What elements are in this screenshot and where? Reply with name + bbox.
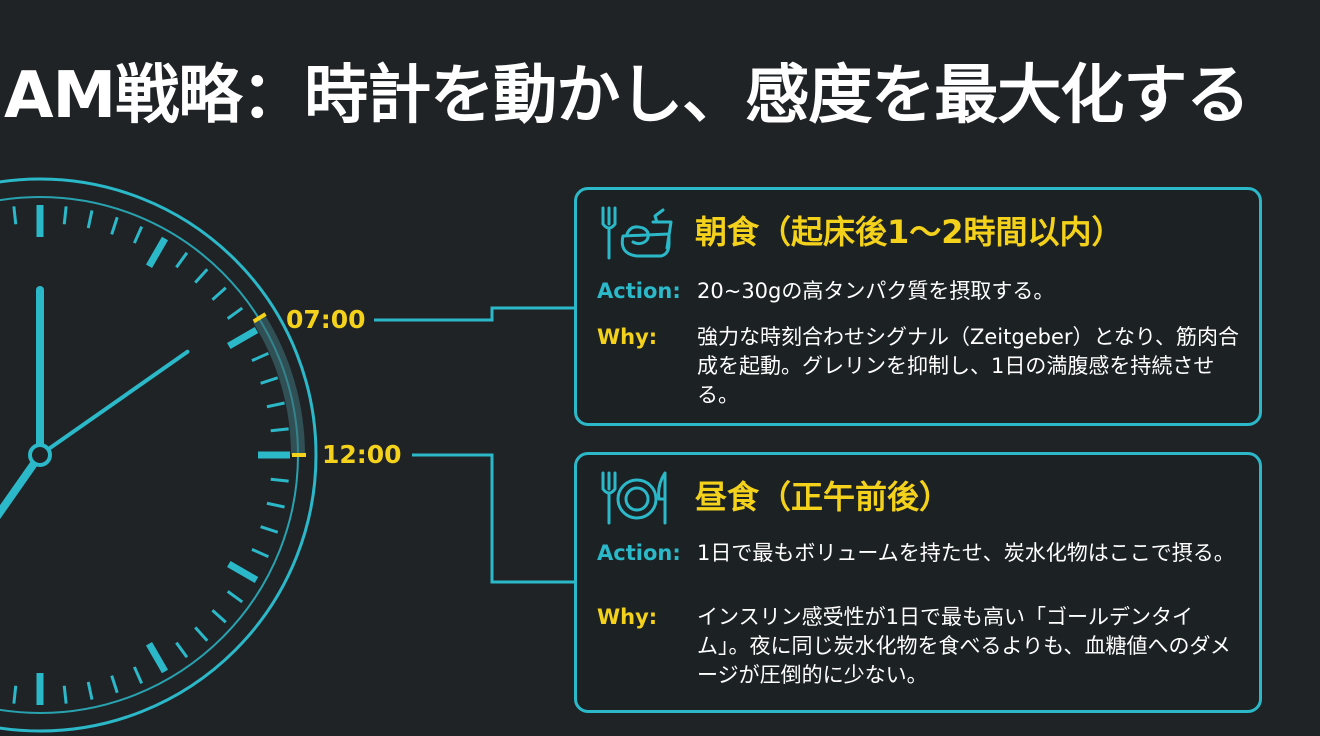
clock-minor-tick: [86, 210, 94, 229]
clock-center: [28, 443, 52, 467]
clock-minor-tick: [251, 351, 269, 363]
lunch-why-label: Why:: [597, 605, 658, 629]
clock-hour-hand: [0, 451, 44, 520]
clock-minor-tick: [194, 626, 209, 642]
clock-major-tick: [145, 642, 169, 674]
clock-minor-tick: [266, 501, 285, 509]
breakfast-title: 朝食（起床後1〜2時間以内）: [695, 213, 1124, 251]
breakfast-action-label: Action:: [597, 279, 681, 303]
clock-minor-tick: [110, 216, 119, 235]
clock-minor-tick: [270, 477, 289, 483]
clock-minor-tick: [194, 268, 209, 284]
lunch-title: 昼食（正午前後）: [695, 478, 952, 516]
clock-minor-tick: [260, 376, 279, 385]
clock-minor-tick: [270, 427, 289, 433]
connector-lunch: [412, 453, 574, 584]
time-label-lunch: 12:00: [322, 440, 402, 469]
clock-minor-tick: [12, 685, 18, 704]
lunch-why-text: インスリン感受性が1日で最も高い「ゴールデンタイム」。夜に同じ炭水化物を食べるよ…: [697, 605, 1231, 687]
connector-breakfast: [374, 306, 574, 322]
breakfast-icon: [601, 206, 673, 260]
clock-second-hand: [38, 349, 190, 457]
clock-minor-tick: [175, 251, 189, 269]
clock-major-tick: [227, 560, 259, 584]
clock-minor-tick: [175, 641, 189, 659]
clock-face: [0, 177, 318, 733]
breakfast-card: 朝食（起床後1〜2時間以内） Action: 20~30gの高タンパク質を摂取す…: [574, 187, 1262, 426]
clock-major-tick: [227, 326, 259, 350]
page-title: AM戦略：時計を動かし、感度を最大化する: [4, 59, 1250, 133]
breakfast-action-text: 20~30gの高タンパク質を摂取する。: [697, 279, 1055, 303]
breakfast-why-text: 強力な時刻合わせシグナル（Zeitgeber）となり、筋肉合成を起動。グレリンを…: [697, 325, 1240, 407]
lunch-action-label: Action:: [597, 541, 681, 565]
clock-minor-tick: [211, 286, 227, 301]
breakfast-why-label: Why:: [597, 325, 658, 349]
lunch-action-text: 1日で最もボリュームを持たせ、炭水化物はここで摂る。: [697, 541, 1235, 565]
clock-minor-tick: [226, 590, 244, 604]
clock-minor-tick: [260, 525, 279, 534]
time-label-breakfast: 07:00: [286, 305, 366, 334]
clock-minor-tick: [132, 666, 144, 684]
plate-cutlery-icon: [601, 471, 667, 525]
clock-minor-tick: [62, 685, 68, 704]
clock-time-marker: [252, 312, 267, 324]
lunch-card: 昼食（正午前後） Action: 1日で最もボリュームを持たせ、炭水化物はここで…: [574, 452, 1262, 713]
clock-minor-tick: [12, 206, 18, 225]
clock-minor-tick: [266, 401, 285, 409]
clock-minor-tick: [226, 306, 244, 320]
clock-minor-tick: [110, 675, 119, 694]
clock-minor-tick: [62, 206, 68, 225]
clock-outer-ring: [0, 177, 318, 733]
clock-minor-tick: [211, 609, 227, 624]
clock-major-tick: [145, 236, 169, 268]
clock-minor-tick: [251, 547, 269, 559]
clock-minor-tick: [86, 681, 94, 700]
clock-minor-tick: [132, 226, 144, 244]
clock-highlight-arc: [252, 314, 305, 456]
